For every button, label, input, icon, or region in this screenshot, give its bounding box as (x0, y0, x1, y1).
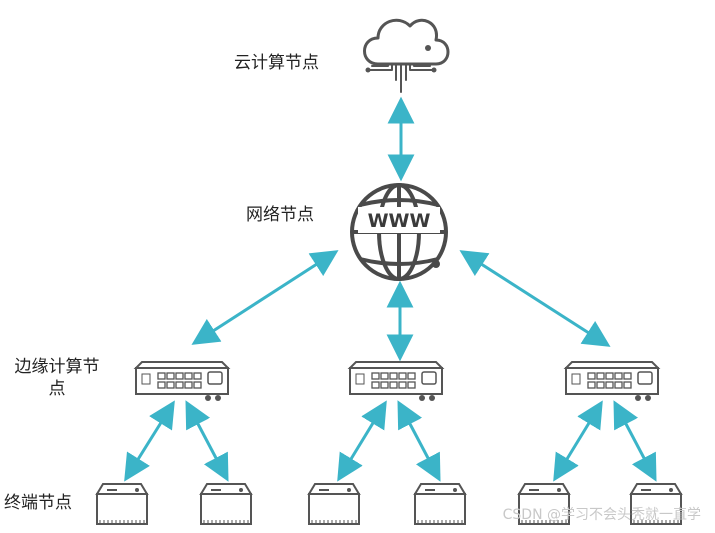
arrow-network-edge-right (459, 250, 611, 347)
edge-routers (133, 361, 661, 401)
terminal-device-icon (629, 483, 683, 525)
arrow-edge2-term2 (397, 400, 441, 482)
edge-router-icon (563, 361, 661, 401)
arrow-network-edge-left (191, 250, 339, 345)
terminal-device-icon (307, 483, 361, 525)
label-network-node: 网络节点 (246, 205, 314, 225)
cloud-icon (363, 18, 450, 93)
globe-www-text: WWW (368, 210, 431, 232)
terminal-device-icon (95, 483, 149, 525)
arrow-edge2-term1 (337, 400, 387, 482)
connection-arrows (124, 96, 657, 482)
arrow-edge1-term2 (185, 400, 229, 482)
arrow-edge3-term2 (613, 400, 657, 482)
edge-router-icon (347, 361, 445, 401)
terminal-device-icon (199, 483, 253, 525)
label-terminal-node: 终端节点 (4, 493, 72, 513)
arrow-edge1-term1 (124, 400, 175, 482)
globe-www-icon (350, 183, 448, 281)
label-edge-node: 边缘计算节点 (14, 357, 100, 399)
terminal-devices (95, 483, 683, 525)
arrow-edge3-term1 (553, 400, 603, 482)
edge-router-icon (133, 361, 231, 401)
terminal-device-icon (517, 483, 571, 525)
watermark: CSDN @学习不会头秃就一直学 (502, 507, 701, 523)
terminal-device-icon (413, 483, 467, 525)
label-cloud-node: 云计算节点 (234, 53, 319, 73)
